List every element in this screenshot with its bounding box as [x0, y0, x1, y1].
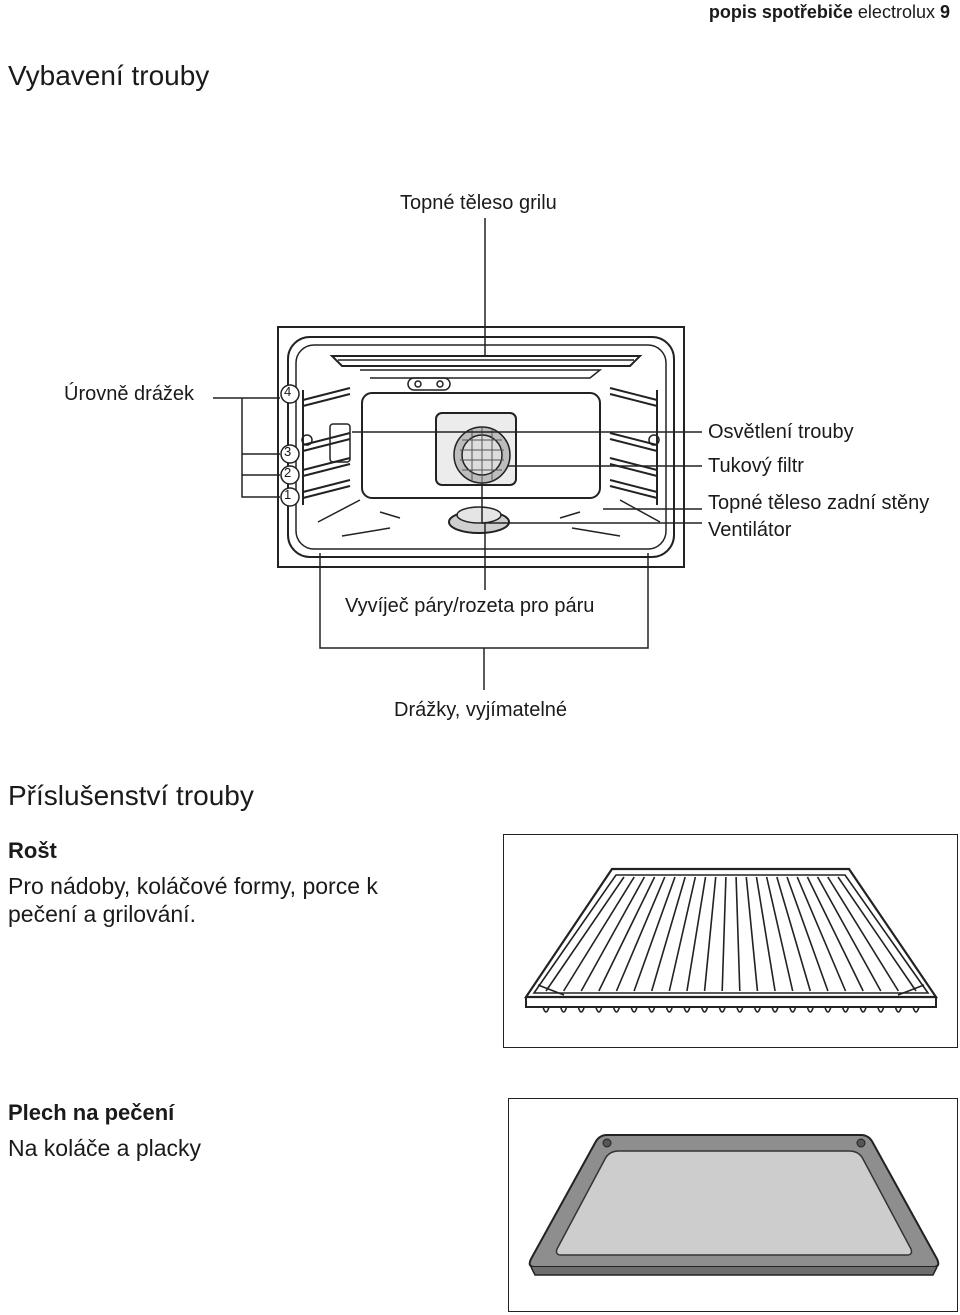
- wire-shelf-bar: [545, 876, 625, 992]
- oven-diagram: [213, 218, 702, 690]
- wire-shelf-foot: [577, 1006, 586, 1013]
- wire-shelf-foot: [700, 1006, 709, 1013]
- section-title-accessories: Příslušenství trouby: [8, 780, 254, 811]
- wire-shelf-bar: [755, 876, 776, 992]
- page-header: popis spotřebiče electrolux 9: [709, 2, 950, 23]
- wire-shelf-bar: [721, 876, 727, 992]
- wire-shelf-foot: [542, 1006, 550, 1013]
- wire-shelf-bar: [745, 876, 759, 992]
- wire-shelf-bar: [816, 876, 882, 992]
- level-4-number: 4: [284, 384, 292, 399]
- wire-shelf-bar: [827, 876, 900, 992]
- wire-shelf-bar: [580, 876, 646, 992]
- wire-shelf-foot: [718, 1006, 726, 1013]
- accessory-desc-baking-tray: Na koláče a placky: [8, 1135, 202, 1161]
- label-steam-generator: Vyvíječ páry/rozeta pro páru: [345, 595, 595, 617]
- accessory-name-baking-tray: Plech na pečení: [8, 1100, 175, 1125]
- wire-shelf-bar: [668, 876, 697, 992]
- wire-shelf-foot: [612, 1006, 621, 1013]
- section-title-oven-equipment: Vybavení trouby: [8, 60, 210, 91]
- level-1-number: 1: [284, 487, 292, 502]
- wire-shelf-illustration: [523, 867, 939, 1013]
- label-shelf-levels: Úrovně drážek: [64, 383, 195, 405]
- label-grease-filter: Tukový filtr: [708, 455, 804, 477]
- wire-shelf-foot: [788, 1006, 797, 1013]
- wire-shelf-foot: [647, 1006, 656, 1013]
- wire-shelf-foot: [665, 1006, 674, 1013]
- wire-shelf-bar: [776, 876, 812, 992]
- wire-shelf-bar: [650, 876, 686, 992]
- label-oven-light: Osvětlení trouby: [708, 421, 854, 443]
- wire-shelf-bar: [806, 876, 864, 992]
- wire-shelf-foot: [736, 1006, 744, 1013]
- wire-shelf-image: [503, 834, 958, 1048]
- wire-shelf-foot: [841, 1006, 850, 1013]
- baking-tray-illustration: [528, 1134, 940, 1276]
- wire-shelf-bar: [615, 876, 666, 992]
- wire-shelf-bar: [633, 876, 676, 992]
- wire-shelf-foot: [824, 1006, 832, 1013]
- wire-shelf-foot: [753, 1006, 762, 1013]
- wire-shelf-bar: [703, 876, 717, 992]
- wire-shelf-bar: [598, 876, 656, 992]
- baking-tray-image: [508, 1098, 958, 1312]
- wire-shelf-foot: [894, 1006, 903, 1013]
- wire-shelf-foot: [559, 1006, 568, 1013]
- page-number: 9: [939, 2, 950, 22]
- label-grill-element: Topné těleso grilu: [400, 192, 557, 214]
- label-shelf-runners: Drážky, vyjímatelné: [394, 699, 568, 721]
- wire-shelf-foot: [595, 1006, 603, 1013]
- wire-shelf-bar: [786, 876, 829, 992]
- label-rear-element: Topné těleso zadní stěny: [708, 492, 930, 514]
- level-3-number: 3: [284, 444, 292, 459]
- wire-shelf-bar: [837, 876, 917, 992]
- header-section: popis spotřebiče: [708, 2, 853, 22]
- label-fan: Ventilátor: [708, 519, 792, 541]
- wire-shelf-bar: [562, 876, 635, 992]
- wire-shelf-foot: [771, 1006, 779, 1013]
- wire-shelf-bar: [735, 876, 741, 992]
- accessory-desc-wire-shelf: Pro nádoby, koláčové formy, porce k peče…: [8, 873, 378, 927]
- wire-shelf-foot: [859, 1006, 867, 1013]
- wire-shelf-bar: [796, 876, 847, 992]
- wire-shelf-bar: [765, 876, 794, 992]
- wire-shelf-foot: [630, 1006, 638, 1013]
- wire-shelf-foot: [683, 1006, 691, 1013]
- wire-shelf-foot: [912, 1006, 920, 1013]
- wire-shelf-bar: [686, 876, 707, 992]
- header-brand: electrolux: [857, 2, 935, 22]
- accessory-name-wire-shelf: Rošt: [8, 838, 57, 863]
- level-2-number: 2: [284, 465, 292, 480]
- wire-shelf-foot: [876, 1006, 885, 1013]
- wire-shelf-foot: [806, 1006, 815, 1013]
